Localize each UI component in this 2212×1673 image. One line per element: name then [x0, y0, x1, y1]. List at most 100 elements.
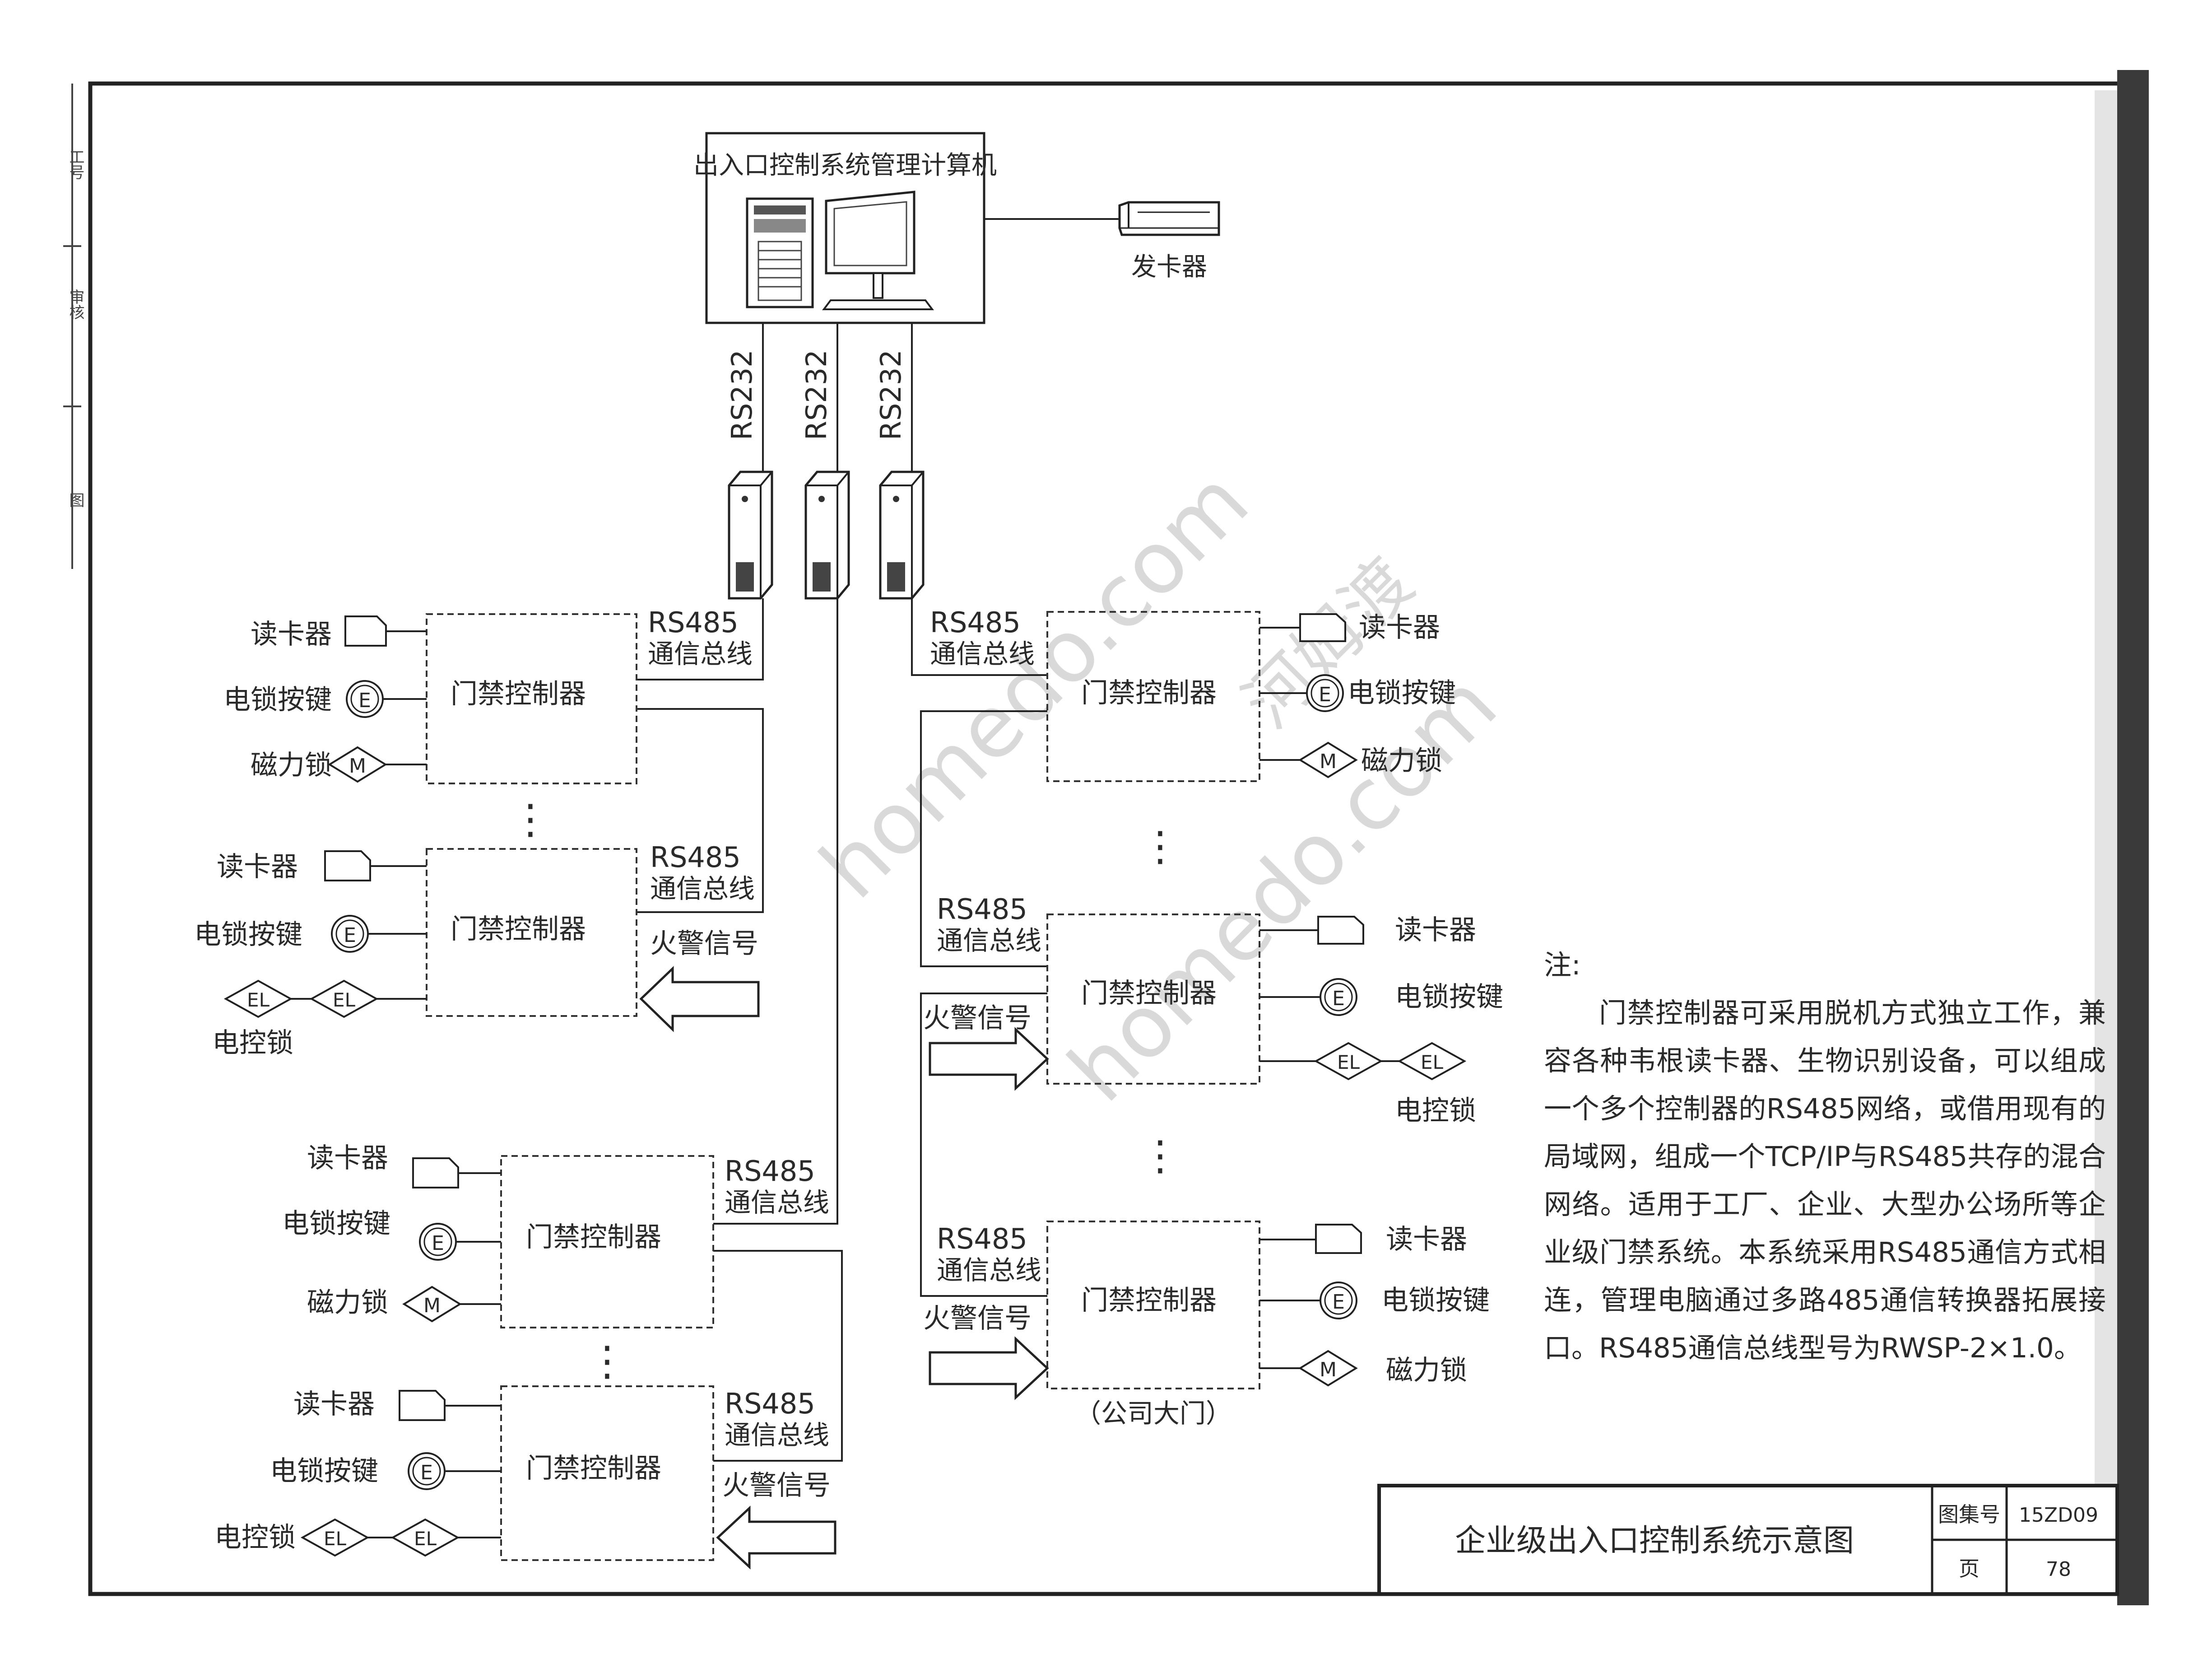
- computer-frame: [705, 132, 985, 324]
- exit-button-symbol: E: [1332, 987, 1345, 1010]
- exit-button-icon: E: [1306, 674, 1344, 712]
- door-controller: [1046, 913, 1260, 1085]
- door-controller: [1046, 611, 1260, 782]
- electric-lock-icon: EL: [309, 979, 379, 1018]
- page-value: 78: [2046, 1558, 2071, 1581]
- electric-lock-symbol: EL: [247, 989, 270, 1011]
- card-issuer-label: 发卡器: [1131, 252, 1207, 282]
- exit-button-symbol: E: [432, 1232, 444, 1255]
- exit-button-label: 电锁按键: [282, 1208, 390, 1240]
- bus-label-line1: RS485: [725, 1155, 815, 1188]
- exit-button-icon: E: [1320, 978, 1357, 1016]
- exit-button-symbol: E: [344, 924, 356, 947]
- magnetic-lock-icon: M: [1298, 1350, 1358, 1387]
- door-controller: [1046, 1221, 1260, 1389]
- exit-button-icon: E: [346, 680, 384, 718]
- card-reader-label: 读卡器: [1395, 914, 1476, 946]
- card-reader-label: 读卡器: [1359, 612, 1440, 643]
- controller-6-devices: 读卡器 E 电锁按键 EL EL 电控锁 火警信号: [923, 914, 1503, 1127]
- electric-lock-label: 电控锁: [212, 1027, 293, 1059]
- card-reader-icon: [1315, 1224, 1362, 1254]
- exit-button-label: 电锁按键: [1381, 1285, 1490, 1316]
- rs232-label: RS232: [874, 350, 907, 440]
- magnetic-lock-icon: M: [328, 746, 387, 783]
- note-block: 注: 门禁控制器可采用脱机方式独立工作，兼容各种韦根读卡器、生物识别设备，可以组…: [1544, 941, 2106, 1372]
- door-controller: [500, 1155, 714, 1328]
- rs232-rs485-converter-icon: [879, 471, 925, 600]
- controller-4-devices: 读卡器 电锁按键 E 电控锁 EL EL 火警信号: [214, 1389, 836, 1570]
- bus-label-line2: 通信总线: [937, 1255, 1041, 1286]
- bus-label-line2: 通信总线: [937, 925, 1041, 956]
- magnetic-lock-symbol: M: [1320, 1358, 1337, 1381]
- sidebar-mark: 工号: [66, 149, 84, 180]
- rs232-rs485-converter-icon: [804, 471, 850, 600]
- exit-button-label: 电锁按键: [1395, 981, 1503, 1013]
- bus-label-line1: RS485: [937, 1222, 1027, 1255]
- fire-signal-arrow-icon: [639, 966, 760, 1032]
- bus-label-line2: 通信总线: [650, 873, 755, 904]
- bus-label-line2: 通信总线: [725, 1187, 829, 1218]
- binding-edge-light: [2095, 90, 2117, 1594]
- binding-edge: [2117, 70, 2149, 1605]
- controller-7-devices: 读卡器 E 电锁按键 M 磁力锁 火警信号: [923, 1224, 1490, 1400]
- card-reader-icon: [344, 615, 387, 647]
- electric-lock-label: 电控锁: [214, 1522, 296, 1553]
- computer-tower-icon: [746, 197, 814, 308]
- bus-label-line2: 通信总线: [725, 1420, 829, 1450]
- exit-button-symbol: E: [420, 1461, 433, 1484]
- controller-group-right: 门禁控制器 门禁控制器 门禁控制器: [1046, 611, 1260, 1389]
- ellipsis: ⋮: [1140, 823, 1180, 870]
- magnetic-lock-symbol: M: [423, 1294, 441, 1317]
- electric-lock-icon: EL: [300, 1518, 370, 1557]
- exit-button-icon: E: [331, 915, 369, 953]
- card-reader-icon: [324, 850, 371, 881]
- door-controller: [426, 613, 637, 784]
- fire-signal-arrow-icon: [929, 1027, 1049, 1091]
- bus-label-line1: RS485: [937, 893, 1027, 926]
- magnetic-lock-label: 磁力锁: [251, 750, 332, 781]
- note-heading: 注:: [1544, 949, 1581, 981]
- fire-signal-label: 火警信号: [923, 1002, 1032, 1034]
- electric-lock-symbol: EL: [1337, 1051, 1360, 1073]
- magnetic-lock-label: 磁力锁: [307, 1287, 388, 1319]
- controller-1-devices: 读卡器 电锁按键 E 磁力锁 M: [223, 615, 427, 783]
- door-controller-label: 门禁控制器: [1081, 978, 1217, 1009]
- electric-lock-icon: EL: [1397, 1042, 1467, 1081]
- exit-button-label: 电锁按键: [194, 919, 302, 951]
- page-label: 页: [1959, 1556, 1980, 1581]
- company-gate-label: （公司大门）: [1075, 1398, 1232, 1429]
- rs485-bus-a: [637, 598, 764, 913]
- exit-button-symbol: E: [1332, 1291, 1345, 1314]
- exit-button-label: 电锁按键: [223, 684, 332, 716]
- exit-button-icon: E: [408, 1452, 446, 1490]
- card-reader-icon: [1299, 613, 1346, 642]
- controller-5-devices: 读卡器 E 电锁按键 M 磁力锁: [1259, 612, 1456, 778]
- door-controller-label: 门禁控制器: [451, 678, 586, 710]
- card-reader-icon: [412, 1157, 459, 1188]
- controller-2-devices: 读卡器 电锁按键 E EL EL 电控锁 火警信号: [194, 850, 760, 1059]
- card-reader-label: 读卡器: [1386, 1224, 1467, 1255]
- door-controller-label: 门禁控制器: [451, 913, 586, 945]
- card-reader-label: 读卡器: [293, 1389, 375, 1420]
- door-controller-label: 门禁控制器: [526, 1453, 661, 1484]
- rs485-bus-b: [713, 598, 843, 1462]
- rs232-label: RS232: [725, 350, 758, 440]
- door-controller: [426, 848, 637, 1017]
- atlas-label: 图集号: [1938, 1502, 2000, 1527]
- card-reader-icon: [1317, 916, 1364, 945]
- magnetic-lock-label: 磁力锁: [1361, 745, 1442, 777]
- ellipsis: ⋮: [510, 796, 551, 843]
- bus-label-line2: 通信总线: [648, 638, 753, 669]
- sidebar-mark: 图: [66, 492, 84, 508]
- electric-lock-symbol: EL: [1421, 1051, 1444, 1073]
- exit-button-symbol: E: [358, 689, 371, 712]
- controller-group-left: 门禁控制器 门禁控制器 门禁控制器 门禁控制器: [426, 613, 714, 1561]
- bus-label-line2: 通信总线: [930, 638, 1035, 669]
- exit-button-icon: E: [419, 1223, 457, 1261]
- fire-signal-arrow-icon: [929, 1336, 1049, 1400]
- exit-button-label: 电锁按键: [270, 1455, 378, 1487]
- exit-button-label: 电锁按键: [1348, 677, 1456, 709]
- fire-signal-label: 火警信号: [923, 1303, 1032, 1334]
- rs485-bus-c: [911, 598, 1047, 1297]
- rs232-label: RS232: [800, 350, 833, 440]
